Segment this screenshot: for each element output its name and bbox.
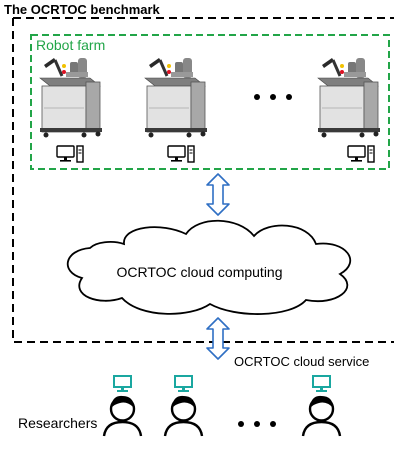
cloud-service-label: OCRTOC cloud service bbox=[234, 354, 370, 369]
robot-ellipsis bbox=[254, 94, 292, 100]
computer-icon bbox=[167, 145, 195, 163]
researcher-ellipsis bbox=[238, 421, 276, 427]
robot-farm-boundary bbox=[30, 34, 390, 170]
researcher-icon bbox=[102, 374, 143, 438]
researcher-icon bbox=[301, 374, 342, 438]
researchers-label: Researchers bbox=[18, 415, 98, 431]
robot-cell-2 bbox=[143, 56, 209, 139]
farm-cloud-arrow bbox=[206, 173, 230, 216]
robot-farm-label: Robot farm bbox=[36, 37, 106, 53]
cloud-shape bbox=[66, 219, 352, 315]
benchmark-title: The OCRTOC benchmark bbox=[4, 2, 160, 17]
computer-icon bbox=[347, 145, 375, 163]
researcher-icon bbox=[163, 374, 204, 438]
computer-icon bbox=[56, 145, 84, 163]
cloud-computing-label: OCRTOC cloud computing bbox=[116, 264, 283, 280]
benchmark-boundary bbox=[12, 17, 394, 343]
robot-cell-1 bbox=[38, 56, 104, 139]
cloud-service-arrow bbox=[206, 317, 230, 360]
robot-cell-3 bbox=[316, 56, 382, 139]
